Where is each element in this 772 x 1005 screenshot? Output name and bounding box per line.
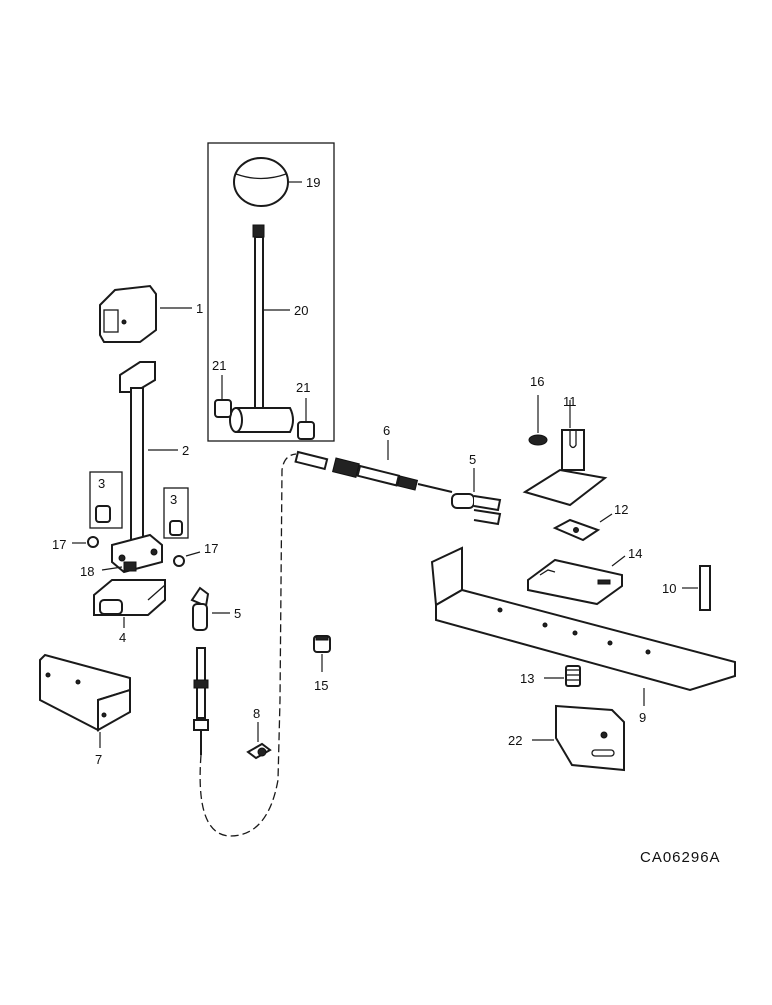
part-1-housing (99, 284, 192, 343)
drawing-code: CA06296A (640, 849, 721, 866)
callout-21-left: 21 (212, 358, 226, 373)
callout-17-left: 17 (52, 537, 66, 552)
callout-15: 15 (314, 678, 328, 693)
part-19-knob (233, 157, 302, 207)
part-20-lever (229, 224, 294, 433)
part-6-cable-end (294, 450, 453, 493)
callout-6: 6 (383, 423, 390, 438)
callout-10: 10 (662, 581, 676, 596)
part-21-bushing-left (214, 375, 232, 418)
callout-22: 22 (508, 733, 522, 748)
part-17-washer-right (173, 551, 201, 567)
part-2-support-post (111, 361, 178, 574)
part-8-clip (246, 722, 272, 760)
callout-5-right: 5 (469, 452, 476, 467)
callout-3-left: 3 (98, 476, 105, 491)
callout-18: 18 (80, 564, 94, 579)
part-5-clevis-right (451, 468, 502, 526)
callout-5-left: 5 (234, 606, 241, 621)
part-3-bushing-right (163, 487, 189, 539)
part-4-block (93, 579, 166, 628)
part-13-spring (544, 665, 581, 687)
callout-19: 19 (306, 175, 320, 190)
part-15-cap (313, 635, 331, 672)
part-22-slotted-plate (532, 704, 625, 772)
part-10-pin (682, 565, 711, 611)
callout-7: 7 (95, 752, 102, 767)
callout-1: 1 (196, 301, 203, 316)
callout-14: 14 (628, 546, 642, 561)
callout-3-right: 3 (170, 492, 177, 507)
part-11-upright-bracket (522, 400, 608, 507)
part-7-angle-bracket (39, 653, 131, 748)
part-18-nut (101, 561, 137, 572)
callout-2: 2 (182, 443, 189, 458)
part-21-bushing-right (297, 398, 315, 440)
callout-21-right: 21 (296, 380, 310, 395)
cable-assembly (193, 440, 453, 837)
callout-17-right: 17 (204, 541, 218, 556)
part-14-channel-plate (527, 555, 626, 606)
part-5-clevis-left (190, 586, 230, 631)
callout-9: 9 (639, 710, 646, 725)
callout-8: 8 (253, 706, 260, 721)
inset-box (207, 142, 335, 442)
callout-16: 16 (530, 374, 544, 389)
callout-12: 12 (614, 502, 628, 517)
part-9-main-bracket (430, 546, 736, 706)
callout-11: 11 (563, 394, 577, 409)
callout-13: 13 (520, 671, 534, 686)
callout-4: 4 (119, 630, 126, 645)
part-17-washer-left (72, 536, 99, 548)
callout-20: 20 (294, 303, 308, 318)
part-16-nut (528, 395, 548, 446)
part-3-bushing-left (89, 471, 123, 529)
part-12-plate (552, 513, 613, 542)
